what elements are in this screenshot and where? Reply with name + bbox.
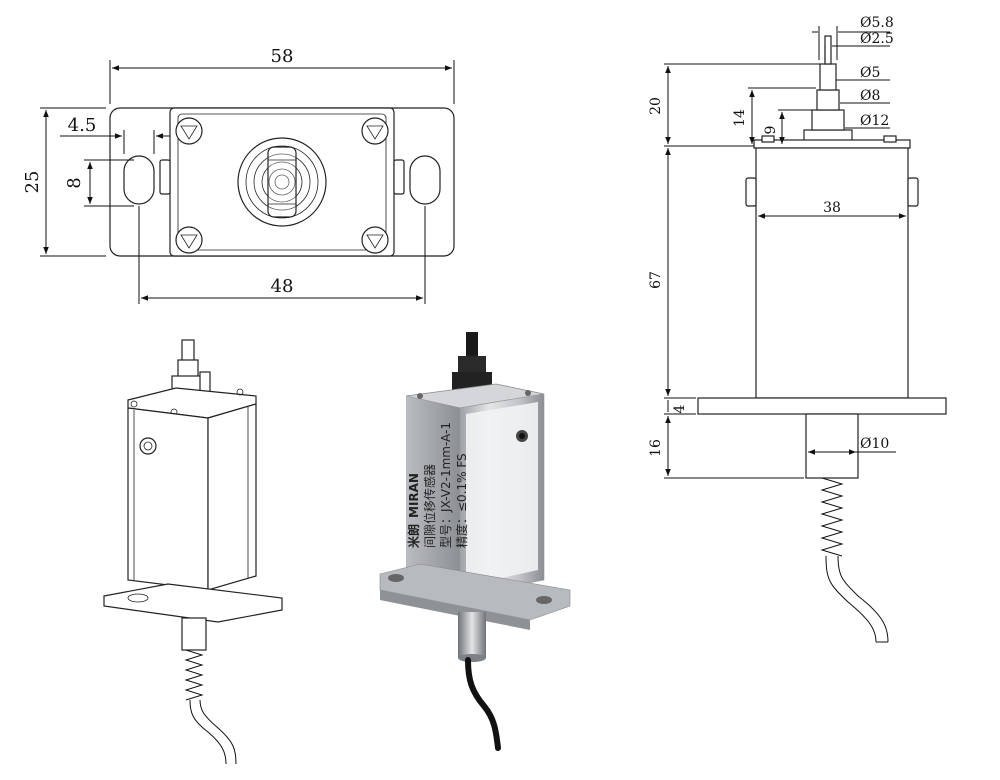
dim-h14: 14: [732, 109, 748, 127]
spring-icon: [820, 477, 844, 557]
brand-en-label: MIRAN: [407, 473, 421, 518]
side-view-body: [755, 147, 909, 399]
product-name-label: 间隙位移传感器: [422, 464, 437, 548]
probe-top-icon: [237, 137, 327, 227]
side-view-flange: [697, 397, 947, 415]
dim-h4: 4: [672, 404, 688, 413]
dim-w38: 38: [823, 200, 841, 216]
dim-h16: 16: [648, 439, 664, 457]
top-view: 58 25 4.5 8 48: [22, 46, 455, 304]
isometric-line-view: [103, 339, 283, 765]
screw-icon: [175, 117, 389, 254]
dim-4-5: 4.5: [68, 115, 97, 136]
side-view: Ø5.8 Ø2.5 Ø5 Ø8 Ø12 20 14 9 38 67 4: [648, 15, 947, 643]
slot-hole-left: [123, 155, 155, 205]
dim-d2-5: Ø2.5: [860, 31, 894, 47]
slot-hole-right: [409, 155, 441, 205]
dim-d10: Ø10: [860, 436, 889, 452]
dim-d8: Ø8: [860, 88, 880, 104]
dim-d12: Ø12: [860, 113, 889, 129]
product-model-label: 型号：JX-V2-1mm-A-1: [439, 422, 453, 548]
dim-h20: 20: [648, 97, 664, 115]
dim-25: 25: [22, 171, 43, 194]
dim-h67: 67: [648, 271, 664, 289]
dim-d5: Ø5: [860, 65, 880, 81]
dim-58: 58: [271, 46, 294, 67]
side-view-rod: [805, 413, 859, 479]
product-photo: 米朗 MIRAN 间隙位移传感器 型号：JX-V2-1mm-A-1 精度：≤0.…: [379, 332, 571, 751]
dim-8: 8: [64, 177, 85, 188]
brand-cn-label: 米朗: [406, 524, 421, 548]
dim-48: 48: [271, 276, 294, 297]
product-accuracy-label: 精度：≤0.1% FS: [454, 453, 469, 548]
dim-d5-8: Ø5.8: [860, 15, 894, 31]
dim-h9: 9: [763, 126, 779, 135]
